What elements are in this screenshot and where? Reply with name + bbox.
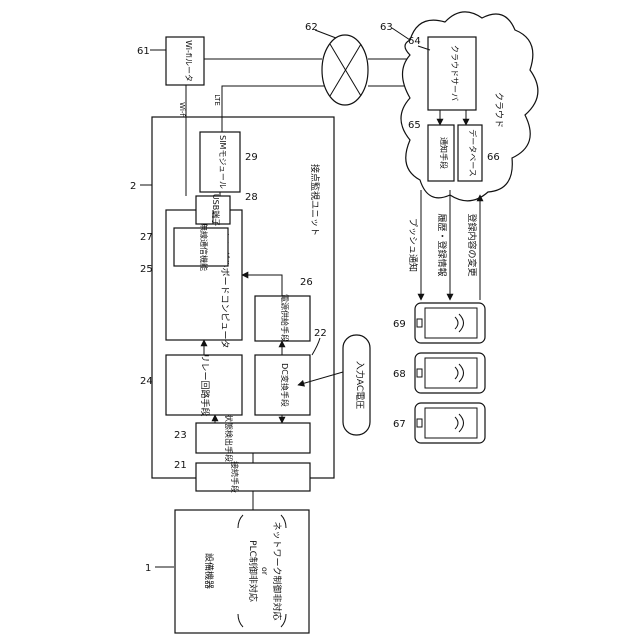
wireless-block: 無線通信機能 [174,223,228,271]
relay-block: リレー回路手段 [166,353,242,416]
ref-62: 62 [305,22,318,33]
ref-66: 66 [487,152,500,163]
relay-label: リレー回路手段 [199,353,211,416]
router-label: Wi-fiルータ [184,40,193,82]
ref-25: 25 [140,264,153,275]
connection-block: 接続手段 [196,461,310,493]
ref-1: 1 [145,563,151,574]
device-67 [415,403,485,443]
ref-21: 21 [174,460,187,471]
ref-28: 28 [245,192,258,203]
ref-69: 69 [393,319,406,330]
change-label: 登録内容の変更 [466,213,478,276]
ref-29: 29 [245,152,258,163]
database-block: データベース [458,125,482,181]
cloud-label: クラウド [493,92,504,128]
router-block: Wi-fiルータ [166,37,204,85]
dc-convert-block: DC変換手段 [255,355,310,415]
database-label: データベース [468,129,478,177]
ref-65: 65 [408,120,421,131]
ref-27: 27 [140,232,153,243]
equipment-plc: PLC制御非対応 [247,540,259,602]
notify-label: 通知手段 [439,137,449,169]
push-label: プッシュ通知 [407,218,419,272]
ref-22: 22 [314,328,327,339]
device-68 [415,353,485,393]
ref-63: 63 [380,22,393,33]
ref-2: 2 [130,181,136,192]
notify-block: 通知手段 [428,125,454,181]
ref-26: 26 [300,277,313,288]
lte-link-label: LTE [213,94,221,106]
sim-label: SIMモジュール [218,135,227,189]
equipment-or: or [260,567,269,576]
wifi-link-label: Wi-fi [178,102,186,118]
ref-61: 61 [137,46,150,57]
connection-label: 接続手段 [230,461,240,493]
dc-convert-label: DC変換手段 [280,363,290,407]
power-supply-block: 電源供給手段 [255,294,310,342]
sim-block: SIMモジュール [200,132,240,192]
ac-input-block: 入力AC電圧 [343,335,370,435]
power-supply-label: 電源供給手段 [280,294,290,342]
state-detect-label: 状態検出手段 [224,414,234,462]
equipment-block: 設備機器 PLC制御非対応 or ネットワーク制御非対応 [175,510,309,633]
network-node [322,35,368,105]
ref-64: 64 [408,36,421,47]
wireless-label: 無線通信機能 [199,223,209,271]
history-label: 履歴・登録情報 [436,213,448,276]
equipment-title: 設備機器 [203,553,215,589]
cloud-server-block: クラウドサーバ [428,37,476,110]
cloud-server-label: クラウドサーバ [450,45,459,101]
unit-title: 接点監視ユニット [309,164,321,236]
device-69 [415,303,485,343]
ref-67: 67 [393,419,406,430]
ac-input-label: 入力AC電圧 [354,361,366,409]
ref-68: 68 [393,369,406,380]
equipment-network: ネットワーク制御非対応 [271,521,283,620]
ref-23: 23 [174,430,187,441]
ref-24: 24 [140,376,153,387]
